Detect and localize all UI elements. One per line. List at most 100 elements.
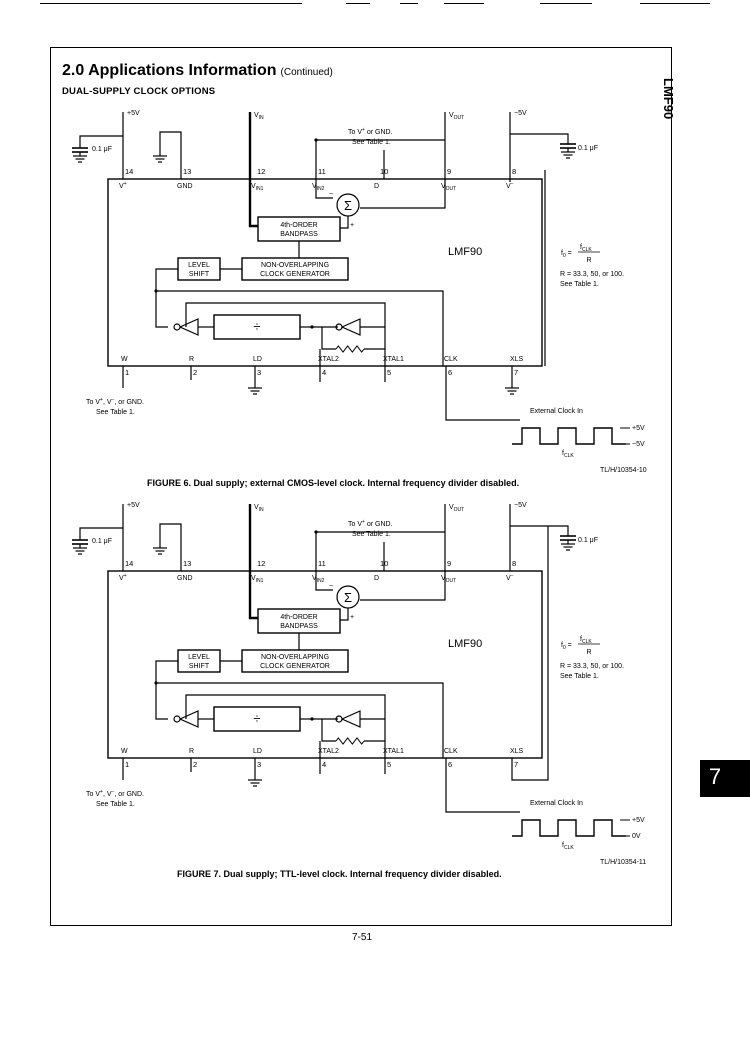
- supply-pos-label: +5V: [127, 110, 140, 117]
- pin-label-bottom: CLK: [444, 748, 458, 755]
- pin-label-bottom: LD: [253, 356, 262, 363]
- ext-clock-label: External Clock In: [530, 800, 583, 807]
- pin-label-bottom: LD: [253, 748, 262, 755]
- supply-neg-label: −5V: [514, 502, 527, 509]
- pin-number-top: 8: [512, 167, 516, 176]
- pin-number-bottom: 3: [257, 760, 261, 769]
- subsection-title: DUAL-SUPPLY CLOCK OPTIONS: [62, 86, 216, 97]
- pin-label-top: V−: [506, 573, 514, 582]
- pin-number-top: 14: [125, 167, 133, 176]
- see-table-note: See Table 1.: [560, 281, 599, 288]
- pin-number-top: 11: [318, 559, 326, 568]
- pin-number-top: 9: [447, 167, 451, 176]
- pin-label-bottom: R: [189, 748, 194, 755]
- clk-in-wire: [445, 758, 520, 813]
- cap-right-wire: [510, 133, 569, 144]
- pin-label-top: VOUT: [441, 183, 456, 192]
- vin-label: VIN: [254, 504, 264, 513]
- vout-label: VOUT: [449, 112, 464, 121]
- junction-dot: [314, 530, 318, 534]
- clock-waveform: [512, 427, 626, 445]
- pin-number-top: 8: [512, 559, 516, 568]
- vin2-wire: [315, 140, 333, 199]
- pin-number-bottom: 4: [322, 760, 326, 769]
- summer-plus: +: [350, 614, 354, 621]
- pin-label-top: V+: [119, 573, 127, 582]
- formula-f0: f0 =: [561, 642, 572, 651]
- pin-label-top: V−: [506, 181, 514, 190]
- pin-label-bottom: XTAL2: [318, 748, 339, 755]
- clock-generator-label-2: CLOCK GENERATOR: [260, 271, 330, 278]
- pin-label-bottom: XTAL1: [383, 748, 404, 755]
- pin-label-bottom: CLK: [444, 356, 458, 363]
- vin-label: VIN: [254, 112, 264, 121]
- level-shift-label-1: LEVEL: [188, 654, 210, 661]
- section-title: 2.0 Applications Information(Continued): [62, 62, 333, 79]
- d-pin-note-2: See Table 1.: [352, 139, 391, 146]
- bandpass-label-1: 4th-ORDER: [280, 614, 317, 621]
- clock-generator-label-2: CLOCK GENERATOR: [260, 663, 330, 670]
- clk-in-wire: [445, 366, 520, 421]
- pin-label-top: GND: [177, 183, 193, 190]
- bandpass-label-2: BANDPASS: [280, 623, 318, 630]
- formula-f0: f0 =: [561, 250, 572, 259]
- formula-denominator: R: [586, 257, 591, 264]
- pin-label-top: VIN2: [312, 183, 325, 192]
- see-table-note: See Table 1.: [560, 673, 599, 680]
- xls-to-neg-wire: [511, 526, 549, 781]
- w-pin-note: To V+, V−, or GND.: [86, 789, 144, 798]
- pin-label-bottom: XLS: [510, 748, 524, 755]
- formula-numerator: fCLK: [580, 636, 592, 645]
- summer-minus: −: [329, 191, 333, 198]
- section-tab: 7: [700, 760, 750, 797]
- w-pin-note: To V+, V−, or GND.: [86, 397, 144, 406]
- bandpass-out-wire: [340, 608, 349, 621]
- formula-denominator: R: [586, 649, 591, 656]
- pin-number-bottom: 1: [125, 760, 129, 769]
- pin-label-bottom: R: [189, 356, 194, 363]
- oscillator-feedback-wire: [185, 694, 386, 719]
- vin1-wire: [248, 571, 258, 620]
- junction-dot: [314, 138, 318, 142]
- pin-number-bottom: 7: [514, 368, 518, 377]
- xtal2-wire: [321, 327, 336, 350]
- figure-6-caption: FIGURE 6. Dual supply; external CMOS-lev…: [147, 478, 520, 488]
- xtal2-wire: [321, 719, 336, 742]
- page-number: 7-51: [352, 932, 373, 943]
- figure-7-caption: FIGURE 7. Dual supply; TTL-level clock. …: [177, 869, 502, 879]
- pin-number-bottom: 1: [125, 368, 129, 377]
- inverter-left: [178, 710, 199, 728]
- feedback-resistor: [335, 737, 365, 745]
- d-pin-note: To V+ or GND.: [348, 127, 393, 136]
- clock-generator-label-1: NON-OVERLAPPING: [261, 262, 329, 269]
- summer-minus: −: [329, 583, 333, 590]
- pin-number-top: 14: [125, 559, 133, 568]
- level-shift-label-1: LEVEL: [188, 262, 210, 269]
- pin-number-bottom: 3: [257, 368, 261, 377]
- pin-number-bottom: 5: [387, 368, 391, 377]
- pin-label-top: D: [374, 183, 379, 190]
- clock-waveform: [512, 819, 626, 837]
- vout-label: VOUT: [449, 504, 464, 513]
- figure-code: TL/H/10354-10: [600, 467, 647, 474]
- cap-left-wire: [79, 527, 123, 540]
- section-tab-number: 7: [708, 764, 722, 789]
- clock-generator-label-1: NON-OVERLAPPING: [261, 654, 329, 661]
- pin-number-top: 13: [183, 559, 191, 568]
- pin-number-bottom: 6: [448, 368, 452, 377]
- inverter-left-wire: [155, 683, 168, 720]
- xtal1-wire: [364, 719, 386, 742]
- pin-label-bottom: W: [121, 748, 128, 755]
- chip-outline: [107, 570, 543, 759]
- figure-7-schematic: 14V+13GND12VIN111VIN210D9VOUT8V−W1R2LD3X…: [72, 502, 646, 866]
- summer-symbol: Σ: [344, 590, 352, 605]
- cap-left-wire: [79, 135, 123, 148]
- pin-number-bottom: 5: [387, 760, 391, 769]
- chip-name: LMF90: [448, 638, 482, 650]
- pin-number-bottom: 7: [514, 760, 518, 769]
- figure-code: TL/H/10354-11: [600, 859, 646, 866]
- inverter-right: [340, 710, 361, 728]
- vin2-wire: [315, 532, 333, 591]
- cap-left-label: 0.1 μF: [92, 146, 112, 153]
- clock-low-level: −5V: [632, 441, 645, 448]
